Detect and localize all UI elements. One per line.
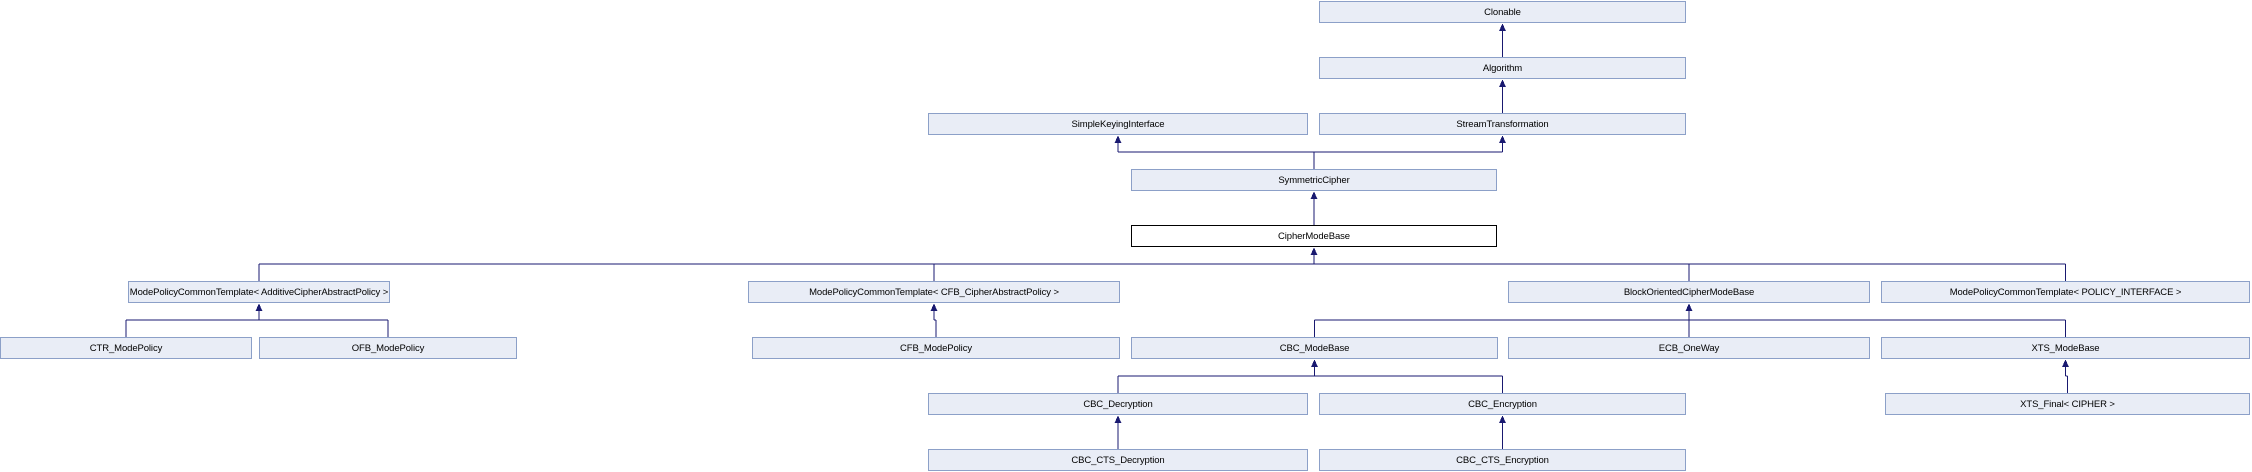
class-node-cfb_mode_policy[interactable]: CFB_ModePolicy — [752, 337, 1120, 359]
edge-arrowhead — [1311, 359, 1318, 367]
class-node-xts_final[interactable]: XTS_Final< CIPHER > — [1885, 393, 2250, 415]
edge-arrowhead — [930, 303, 938, 311]
class-node-ecb_one_way[interactable]: ECB_OneWay — [1508, 337, 1870, 359]
class-node-cbc_cts_encryption[interactable]: CBC_CTS_Encryption — [1319, 449, 1686, 471]
class-node-ctr_mode_policy[interactable]: CTR_ModePolicy — [0, 337, 252, 359]
edge-arrowhead — [1114, 135, 1122, 143]
class-node-symmetric_cipher[interactable]: SymmetricCipher — [1131, 169, 1497, 191]
edge-arrowhead — [1499, 79, 1506, 87]
class-node-mp_cfb[interactable]: ModePolicyCommonTemplate< CFB_CipherAbst… — [748, 281, 1120, 303]
edge-arrowhead — [1499, 23, 1506, 31]
class-node-simple_keying_interface[interactable]: SimpleKeyingInterface — [928, 113, 1308, 135]
edge-arrowhead — [2062, 359, 2069, 367]
edge-arrowhead — [1499, 415, 1506, 423]
class-node-stream_transformation[interactable]: StreamTransformation — [1319, 113, 1686, 135]
class-node-xts_mode_base[interactable]: XTS_ModeBase — [1881, 337, 2250, 359]
class-node-cbc_cts_decryption[interactable]: CBC_CTS_Decryption — [928, 449, 1308, 471]
class-node-mp_additive[interactable]: ModePolicyCommonTemplate< AdditiveCipher… — [128, 281, 390, 303]
class-node-mp_policy_interface[interactable]: ModePolicyCommonTemplate< POLICY_INTERFA… — [1881, 281, 2250, 303]
class-node-cipher_mode_base: CipherModeBase — [1131, 225, 1497, 247]
edge-arrowhead — [1310, 191, 1318, 199]
edge-arrowhead — [1114, 415, 1122, 423]
class-node-block_oriented[interactable]: BlockOrientedCipherModeBase — [1508, 281, 1870, 303]
edge-arrowhead — [1310, 247, 1318, 255]
edge-arrowhead — [255, 303, 263, 311]
class-node-clonable[interactable]: Clonable — [1319, 1, 1686, 23]
edge-arrowhead — [1499, 135, 1506, 143]
class-node-ofb_mode_policy[interactable]: OFB_ModePolicy — [259, 337, 517, 359]
class-node-cbc_encryption[interactable]: CBC_Encryption — [1319, 393, 1686, 415]
class-node-algorithm[interactable]: Algorithm — [1319, 57, 1686, 79]
class-node-cbc_mode_base[interactable]: CBC_ModeBase — [1131, 337, 1498, 359]
class-node-cbc_decryption[interactable]: CBC_Decryption — [928, 393, 1308, 415]
edge-arrowhead — [1685, 303, 1693, 311]
